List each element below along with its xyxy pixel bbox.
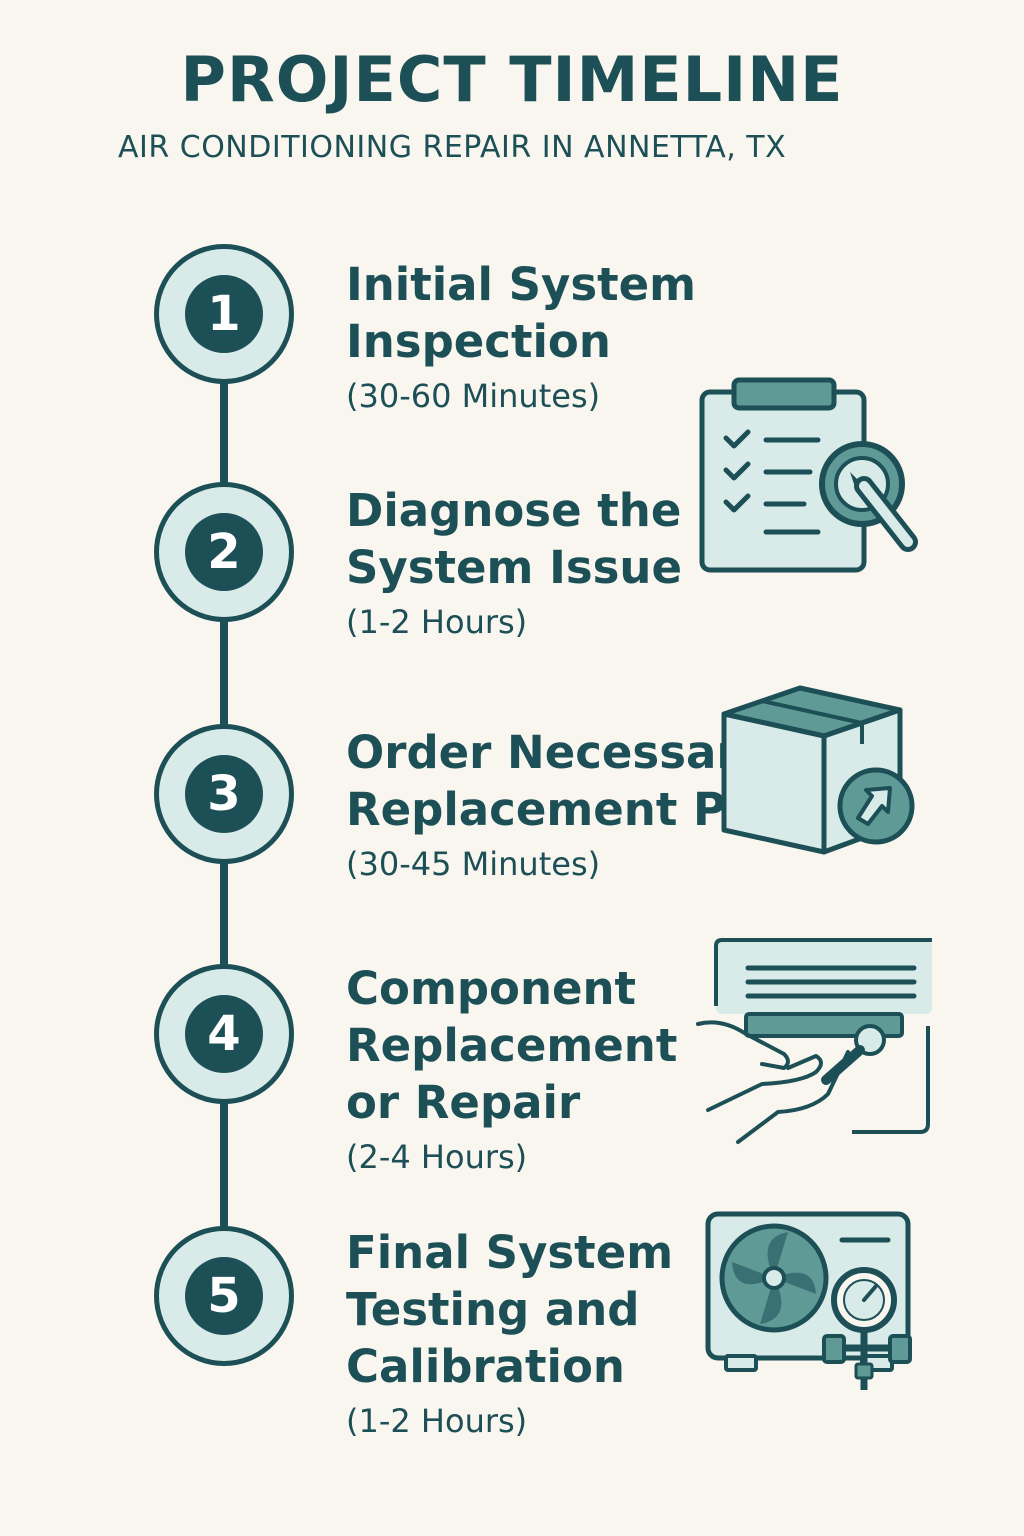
- step-2-duration: (1-2 Hours): [346, 603, 528, 641]
- step-1-text: Initial System Inspection (30-60 Minutes…: [346, 256, 946, 418]
- step-4-duration: (2-4 Hours): [346, 1138, 528, 1176]
- step-3-number: 3: [185, 755, 263, 833]
- clipboard-checklist-wrench-icon: [699, 377, 918, 573]
- step-1-number: 1: [185, 275, 263, 353]
- step-3-marker: 3: [154, 724, 294, 864]
- step-5-number: 5: [185, 1257, 263, 1335]
- page-subtitle: AIR CONDITIONING REPAIR IN ANNETTA, TX: [118, 130, 787, 165]
- step-5-marker: 5: [154, 1226, 294, 1366]
- step-4-title: Component Replacement or Repair: [346, 962, 678, 1129]
- step-2-number: 2: [185, 513, 263, 591]
- step-4-marker: 4: [154, 964, 294, 1104]
- step-5-duration: (1-2 Hours): [346, 1402, 528, 1440]
- step-2-marker: 2: [154, 482, 294, 622]
- step-3-duration: (30-45 Minutes): [346, 845, 601, 883]
- step-4-number: 4: [185, 995, 263, 1073]
- ac-unit-hands-wrench-icon: [696, 938, 932, 1144]
- condenser-gauge-icon: [705, 1211, 912, 1390]
- page-title: PROJECT TIMELINE: [180, 43, 844, 116]
- step-2-text: Diagnose the System Issue (1-2 Hours): [346, 482, 946, 644]
- step-1-duration: (30-60 Minutes): [346, 377, 601, 415]
- step-1-marker: 1: [154, 244, 294, 384]
- step-5-text: Final System Testing and Calibration (1-…: [346, 1224, 946, 1443]
- parts-box-arrow-icon: [721, 685, 915, 855]
- step-5-title: Final System Testing and Calibration: [346, 1226, 674, 1393]
- step-1-title: Initial System Inspection: [346, 258, 697, 368]
- step-4-text: Component Replacement or Repair (2-4 Hou…: [346, 960, 946, 1179]
- step-2-title: Diagnose the System Issue: [346, 484, 682, 594]
